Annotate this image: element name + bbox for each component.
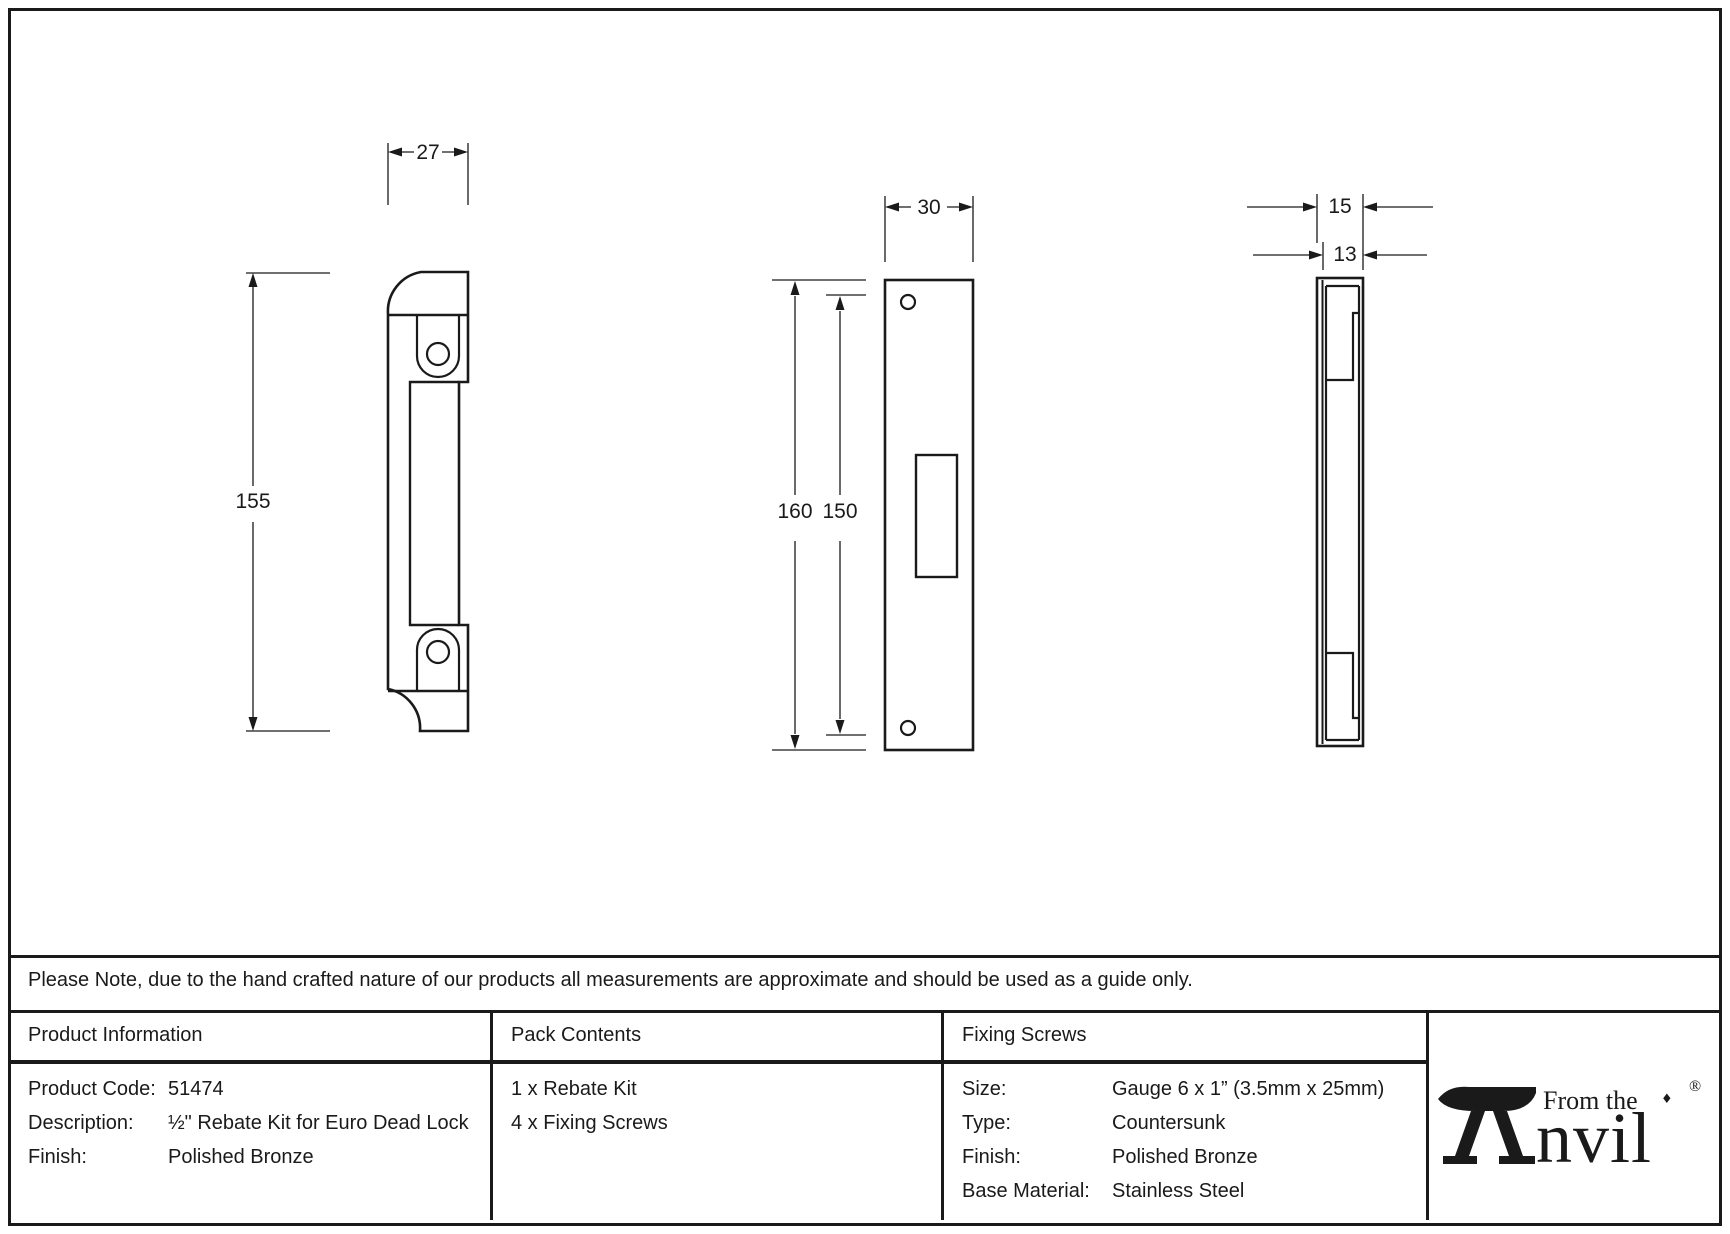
description-label: Description: [28,1112,134,1134]
screw-hole-bottom [425,639,451,665]
dim-155-label: 155 [235,490,270,513]
side-outline [1315,276,1365,748]
dim-155-extension-lines [246,272,330,732]
dim-15-arrow-right [1363,202,1377,212]
product-code-value: 51474 [168,1078,224,1100]
dim-155-arrow-down [248,717,258,731]
side-view-dimensions: 15 13 [1247,194,1433,270]
face-plate-outline [883,278,975,752]
logo-name: nvil [1536,1098,1653,1178]
table-divider-1 [490,1010,493,1220]
screw-size-label: Size: [962,1078,1007,1100]
pack-contents-header: Pack Contents [511,1024,642,1046]
dim-150-extension-lines [826,294,866,736]
product-information-header: Product Information [28,1024,203,1046]
screw-finish-value: Polished Bronze [1112,1146,1258,1168]
fixing-screws-header: Fixing Screws [962,1024,1087,1046]
finish-label: Finish: [28,1146,87,1168]
table-header-separator [11,1060,1429,1064]
front-view-dimensions: 27 155 [235,141,469,732]
dim-160-extension-lines [772,279,866,751]
dim-27-label: 27 [416,141,439,164]
dim-13-label: 13 [1333,243,1356,266]
face-screw-hole-bottom [899,719,917,737]
side-notch-bottom [1326,651,1359,720]
from-the-anvil-logo: From the ♦ nvil ® [1437,1072,1709,1190]
note-row-top-border [11,955,1719,958]
front-view-screw-tab-top [415,315,461,379]
registered-trademark-icon: ® [1689,1078,1702,1095]
dim-13-arrow-right [1363,250,1377,260]
screw-base-material-value: Stainless Steel [1112,1180,1245,1202]
front-view-step-lines [388,313,468,693]
dim-160-label: 160 [777,500,812,523]
table-top-border [11,1010,1719,1013]
page-border [8,8,1722,1226]
dim-160-arrow-down [790,735,800,749]
front-view-outline [386,270,470,733]
logo-diamond-icon: ♦ [1661,1092,1673,1107]
dim-27-arrow-right [454,147,468,157]
table-divider-2 [941,1010,944,1220]
front-view-screw-tab-bottom [415,627,461,691]
screw-base-material-label: Base Material: [962,1180,1090,1202]
dim-160-arrow-up [790,281,800,295]
screw-type-label: Type: [962,1112,1011,1134]
side-view [1315,276,1365,748]
dim-150-arrow-down [835,720,845,734]
dim-15-13-extension-lines [1316,194,1364,270]
screw-finish-label: Finish: [962,1146,1021,1168]
front-view [386,270,470,733]
anvil-icon [1438,1086,1536,1164]
dim-155-arrow-up [248,273,258,287]
dim-30-arrow-left [885,202,899,212]
dim-150-label: 150 [822,500,857,523]
product-code-label: Product Code: [28,1078,156,1100]
dim-30-label: 30 [917,196,940,219]
pack-contents-item-2: 4 x Fixing Screws [511,1112,668,1134]
front-view-plate-edge [408,380,459,627]
table-divider-3 [1426,1010,1429,1220]
face-view [883,278,975,752]
dim-27-arrow-left [388,147,402,157]
dim-150-arrow-up [835,296,845,310]
pack-contents-item-1: 1 x Rebate Kit [511,1078,637,1100]
side-inner-profile [1324,284,1361,742]
dim-15-label: 15 [1328,195,1351,218]
screw-type-value: Countersunk [1112,1112,1226,1134]
face-view-dimensions: 30 160 150 [772,196,974,751]
face-screw-hole-top [899,293,917,311]
dim-15-arrow-left [1303,202,1317,212]
dim-27-extension-lines [387,143,469,205]
technical-drawing: 27 155 30 160 [235,141,1433,752]
screw-size-value: Gauge 6 x 1” (3.5mm x 25mm) [1112,1078,1385,1100]
measurement-note: Please Note, due to the hand crafted nat… [28,969,1193,991]
logo-prefix: From the [1543,1086,1638,1115]
face-latch-cutout [914,453,959,579]
side-notch-top [1326,311,1359,382]
screw-hole-top [425,341,451,367]
dim-30-arrow-right [959,202,973,212]
dim-13-arrow-left [1309,250,1323,260]
description-value: ½" Rebate Kit for Euro Dead Lock [168,1112,469,1134]
finish-value: Polished Bronze [168,1146,314,1168]
